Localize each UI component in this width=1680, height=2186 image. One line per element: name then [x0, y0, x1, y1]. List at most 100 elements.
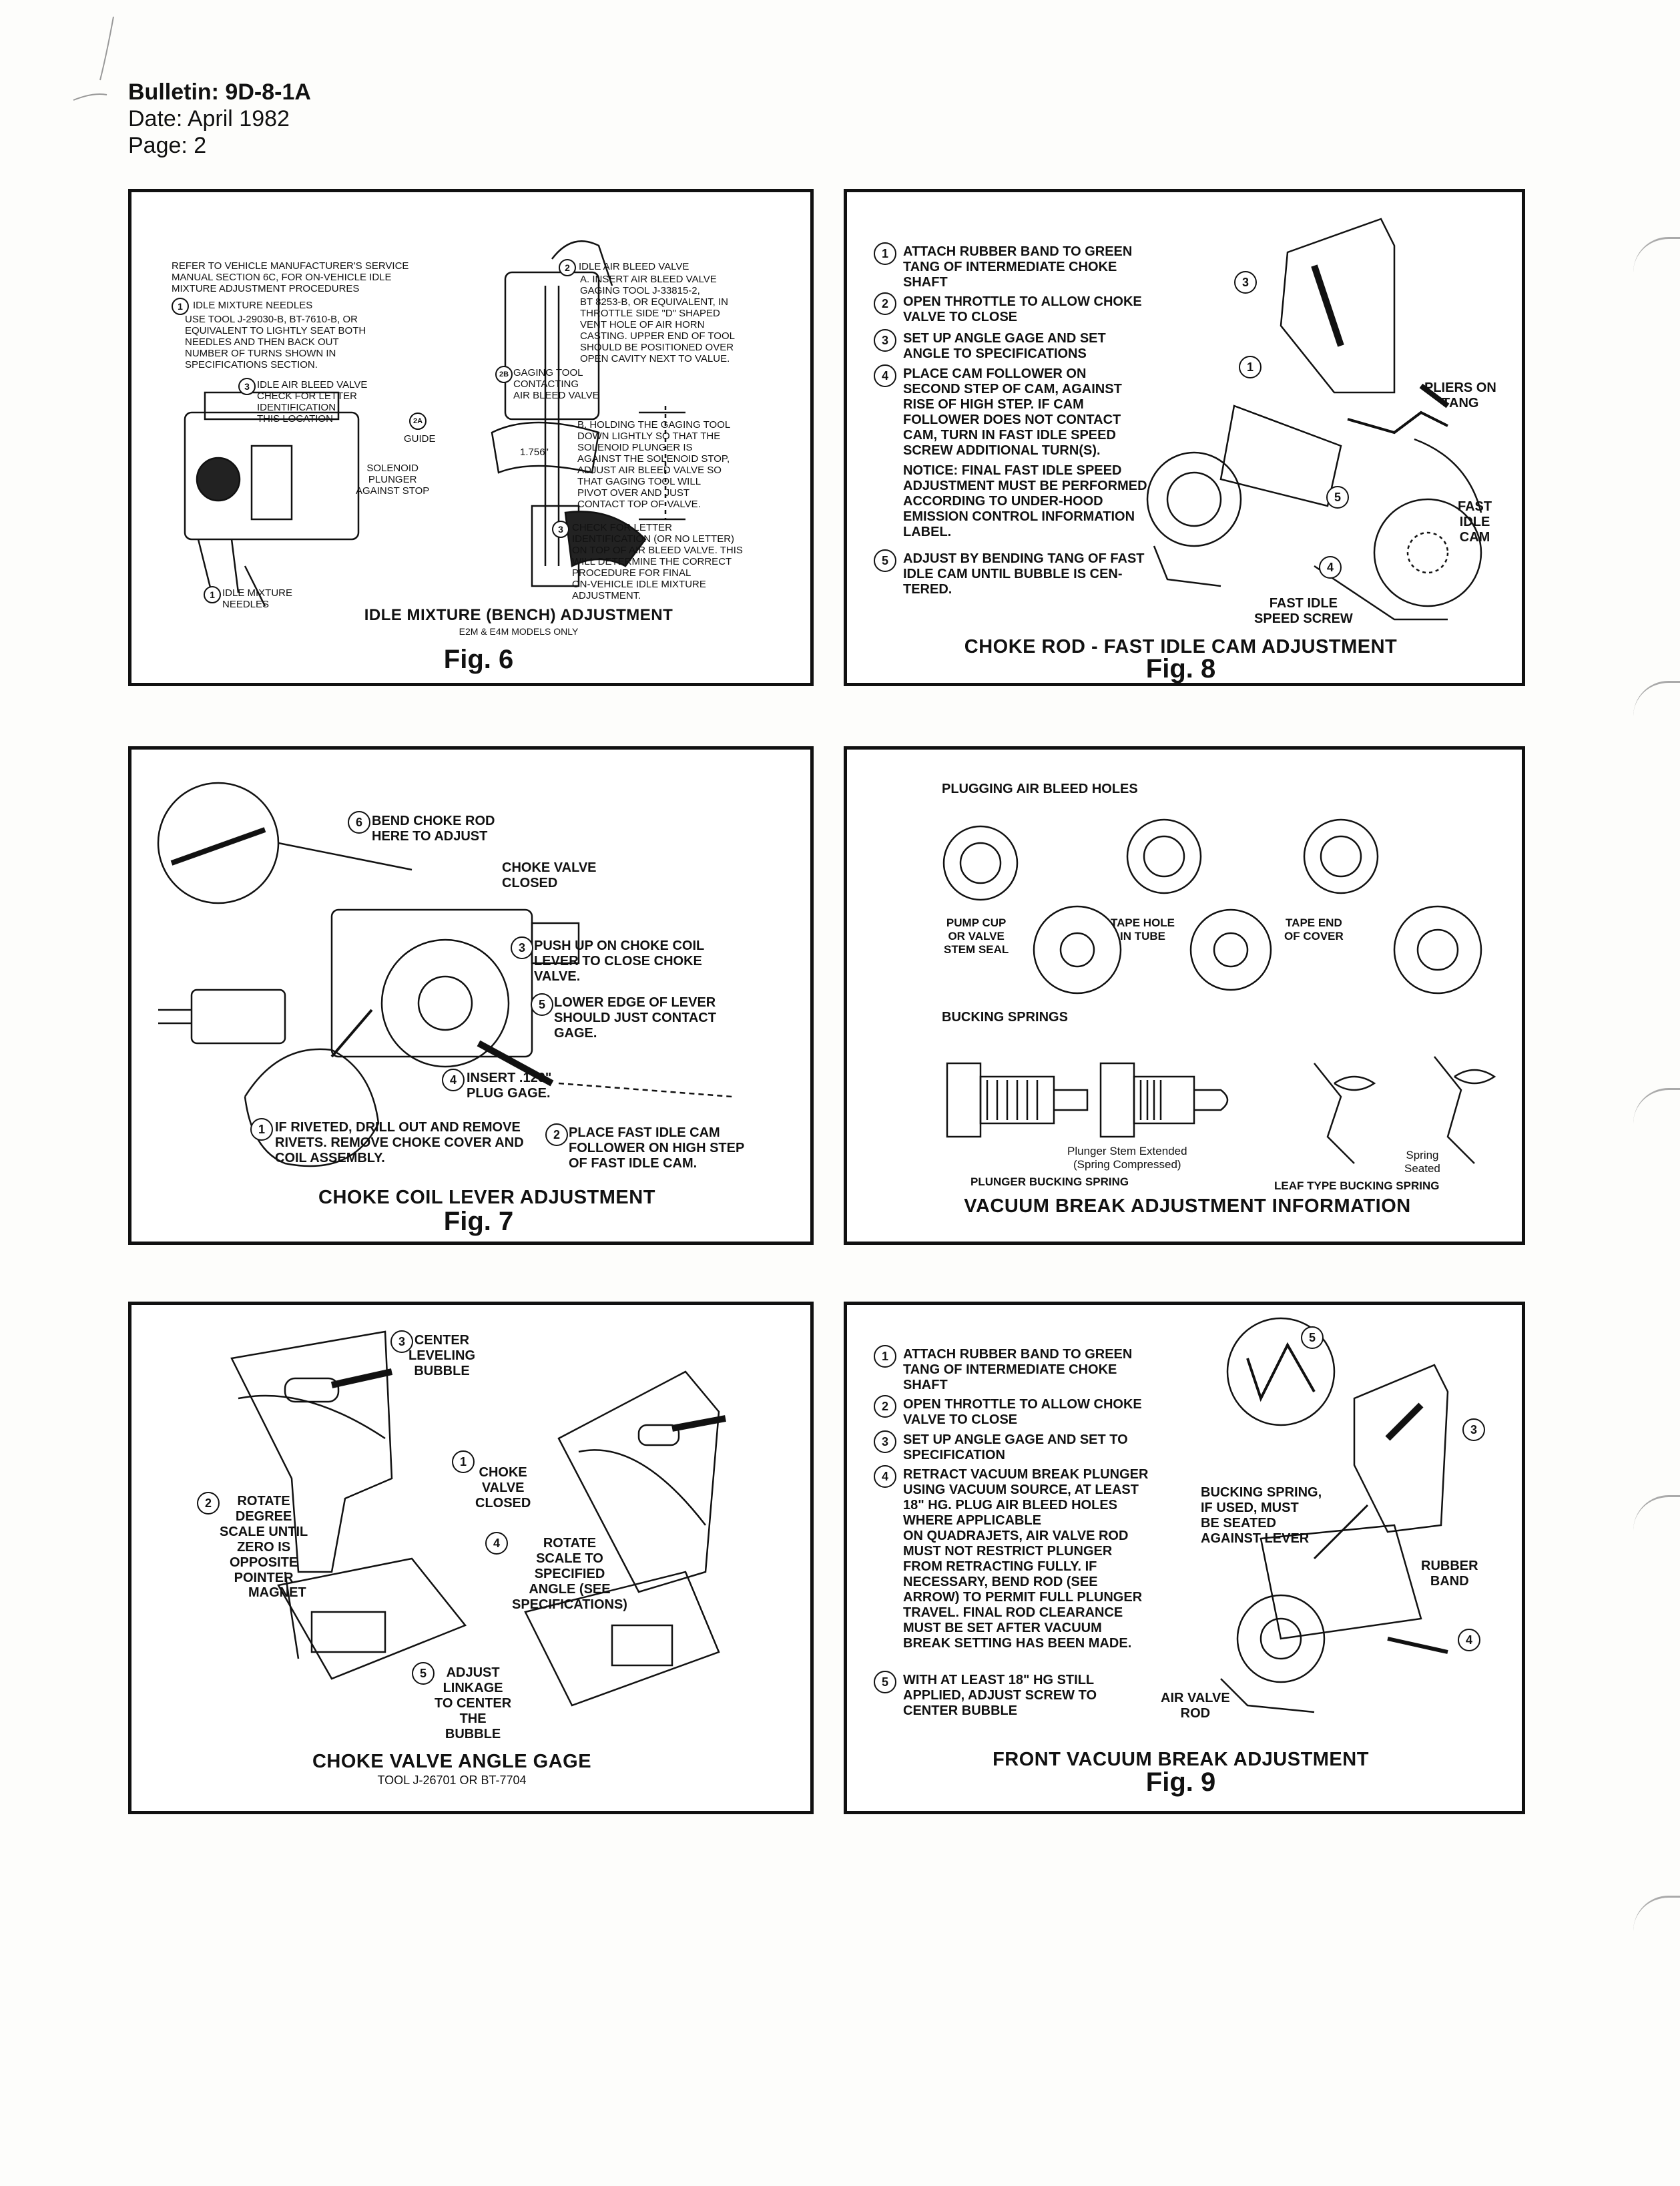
- step-marker-1: 1: [250, 1118, 273, 1141]
- step-marker-4: 4: [874, 1465, 896, 1488]
- choke-rod-illustration: [1146, 218, 1482, 621]
- fig6-caption: IDLE MIXTURE (BENCH) ADJUSTMENT: [364, 606, 673, 624]
- step-marker-5: 5: [531, 993, 553, 1016]
- fig7-caption: CHOKE COIL LEVER ADJUSTMENT: [318, 1187, 655, 1208]
- fig9-rubber-band-label: RUBBER BAND: [1421, 1559, 1478, 1589]
- bulletin-page: Page: 2: [128, 133, 207, 158]
- step-marker-4: 4: [1319, 556, 1342, 579]
- fig9-step2: OPEN THROTTLE TO ALLOW CHOKE VALVE TO CL…: [903, 1397, 1142, 1427]
- fig6-gaging-label: GAGING TOOL CONTACTING AIR BLEED VALVE: [513, 367, 599, 401]
- fig8-step5: ADJUST BY BENDING TANG OF FAST IDLE CAM …: [903, 551, 1145, 597]
- fig6-intro-text: REFER TO VEHICLE MANUFACTURER'S SERVICE …: [172, 260, 409, 294]
- fig6-step1-body: USE TOOL J-29030-B, BT-7610-B, OR EQUIVA…: [185, 314, 366, 370]
- fig9-bucking-label: BUCKING SPRING, IF USED, MUST BE SEATED …: [1201, 1485, 1322, 1546]
- corner-mark: [73, 16, 114, 101]
- punch-hole-mark: [1633, 1088, 1680, 1123]
- step-marker-4: 4: [442, 1069, 465, 1091]
- fig7-step1: IF RIVETED, DRILL OUT AND REMOVE RIVETS.…: [275, 1120, 524, 1165]
- gage-step1: CHOKE VALVE CLOSED: [475, 1465, 531, 1511]
- fig6-dimension: 1.756": [520, 447, 549, 458]
- step-marker-1: 1: [1239, 356, 1262, 378]
- fig9-step3: SET UP ANGLE GAGE AND SET TO SPECIFICATI…: [903, 1432, 1128, 1462]
- step-marker-4: 4: [485, 1532, 508, 1555]
- plugging-heading: PLUGGING AIR BLEED HOLES: [942, 782, 1138, 796]
- punch-hole-mark: [1633, 1896, 1680, 1931]
- fig8-notice: NOTICE: FINAL FAST IDLE SPEED ADJUSTMENT…: [903, 463, 1147, 539]
- fig6-step2b-text: B. HOLDING THE GAGING TOOL DOWN LIGHTLY …: [577, 419, 731, 510]
- step-marker-4: 4: [1458, 1629, 1480, 1651]
- step-marker-5: 5: [1301, 1326, 1324, 1349]
- leaf-spring-label: LEAF TYPE BUCKING SPRING: [1274, 1179, 1440, 1192]
- fig6-step2a-text: A. INSERT AIR BLEED VALVE GAGING TOOL J-…: [580, 274, 735, 364]
- fig7-closed-label: CHOKE VALVE CLOSED: [502, 860, 597, 890]
- fig6-guide-label: GUIDE: [404, 433, 436, 445]
- step-marker-2: 2: [874, 1395, 896, 1418]
- gage-caption: CHOKE VALVE ANGLE GAGE: [312, 1751, 592, 1772]
- vacuum-break-illustration: [942, 818, 1496, 1164]
- choke-coil-illustration: [157, 782, 733, 1167]
- front-vacuum-break-illustration: [1220, 1317, 1449, 1713]
- step-marker-5: 5: [874, 549, 896, 572]
- fig7-step2: PLACE FAST IDLE CAM FOLLOWER ON HIGH STE…: [569, 1125, 745, 1171]
- fig7-label: Fig. 7: [443, 1207, 514, 1236]
- tape-hole-label: TAPE HOLE IN TUBE: [1111, 916, 1175, 942]
- fig8-label: Fig. 8: [1145, 654, 1216, 684]
- fig8-step1: ATTACH RUBBER BAND TO GREEN TANG OF INTE…: [903, 244, 1133, 290]
- gage-step2: ROTATE DEGREE SCALE UNTIL ZERO IS OPPOSI…: [220, 1494, 308, 1585]
- step-marker-3: 3: [238, 378, 256, 395]
- fig9-air-valve-label: AIR VALVE ROD: [1161, 1691, 1230, 1721]
- step-marker-2b: 2B: [495, 366, 513, 383]
- fig9-label: Fig. 9: [1145, 1767, 1216, 1797]
- step-marker-5: 5: [412, 1662, 435, 1685]
- fig9-caption: FRONT VACUUM BREAK ADJUSTMENT: [993, 1749, 1369, 1770]
- step-marker-1: 1: [172, 298, 189, 315]
- fig7-step4: INSERT .120" PLUG GAGE.: [467, 1071, 552, 1101]
- fig7-step5: LOWER EDGE OF LEVER SHOULD JUST CONTACT …: [554, 995, 716, 1041]
- fig8-cam-label: FAST IDLE CAM: [1458, 499, 1492, 545]
- panel-fig7: 6 BEND CHOKE ROD HERE TO ADJUST CHOKE VA…: [128, 746, 814, 1245]
- step-marker-3: 3: [874, 1430, 896, 1453]
- fig8-step2: OPEN THROTTLE TO ALLOW CHOKE VALVE TO CL…: [903, 294, 1142, 324]
- step-marker-3: 3: [552, 521, 569, 538]
- fig8-screw-label: FAST IDLE SPEED SCREW: [1254, 596, 1353, 626]
- step-marker-1: 1: [452, 1450, 475, 1473]
- step-marker-1: 1: [874, 242, 896, 265]
- step-marker-1: 1: [874, 1345, 896, 1368]
- punch-hole-mark: [1633, 237, 1680, 272]
- spring-seated-label: Spring Seated: [1404, 1149, 1440, 1175]
- gage-step3: CENTER LEVELING BUBBLE: [408, 1333, 476, 1378]
- step-marker-5: 5: [1326, 486, 1349, 509]
- panel-angle-gage: 3 CENTER LEVELING BUBBLE 2 ROTATE DEGREE…: [128, 1302, 814, 1814]
- step-marker-2: 2: [559, 259, 576, 276]
- panel-fig9: 1 ATTACH RUBBER BAND TO GREEN TANG OF IN…: [844, 1302, 1525, 1814]
- step-marker-2: 2: [197, 1492, 220, 1515]
- fig6-step1-bottom: IDLE MIXTURE NEEDLES: [222, 587, 293, 610]
- step-marker-2: 2: [874, 292, 896, 315]
- angle-gage-illustration: [230, 1330, 726, 1707]
- step-marker-3: 3: [1462, 1418, 1485, 1441]
- step-marker-2a: 2A: [409, 413, 427, 430]
- gage-step4: ROTATE SCALE TO SPECIFIED ANGLE (SEE SPE…: [512, 1536, 627, 1612]
- step-marker-6: 6: [348, 811, 370, 834]
- fig6-solenoid-label: SOLENOID PLUNGER AGAINST STOP: [356, 463, 430, 497]
- fig8-caption: CHOKE ROD - FAST IDLE CAM ADJUSTMENT: [964, 636, 1398, 657]
- fig8-step3: SET UP ANGLE GAGE AND SET ANGLE TO SPECI…: [903, 331, 1106, 361]
- fig9-step4: RETRACT VACUUM BREAK PLUNGER USING VACUU…: [903, 1467, 1149, 1528]
- fig6-label: Fig. 6: [443, 645, 514, 674]
- punch-hole-mark: [1633, 1495, 1680, 1531]
- panel-fig6: REFER TO VEHICLE MANUFACTURER'S SERVICE …: [128, 189, 814, 686]
- step-marker-1: 1: [204, 586, 221, 603]
- bulletin-number: Bulletin: 9D-8-1A: [128, 79, 311, 105]
- step-marker-3: 3: [1234, 271, 1257, 294]
- fig9-step1: ATTACH RUBBER BAND TO GREEN TANG OF INTE…: [903, 1347, 1133, 1392]
- step-marker-2: 2: [545, 1123, 568, 1146]
- fig6-step3-right: CHECK FOR LETTER IDENTIFICATION (OR NO L…: [572, 522, 743, 601]
- step-marker-3: 3: [874, 329, 896, 352]
- fig9-step5: WITH AT LEAST 18" HG STILL APPLIED, ADJU…: [903, 1673, 1097, 1718]
- fig6-step3-left: IDLE AIR BLEED VALVE CHECK FOR LETTER ID…: [257, 379, 368, 425]
- magnet-label: MAGNET: [248, 1585, 306, 1600]
- fig6-step2-heading: IDLE AIR BLEED VALVE: [579, 261, 689, 272]
- tape-end-label: TAPE END OF COVER: [1284, 916, 1344, 942]
- punch-hole-mark: [1633, 681, 1680, 716]
- panel-fig8: 1 ATTACH RUBBER BAND TO GREEN TANG OF IN…: [844, 189, 1525, 686]
